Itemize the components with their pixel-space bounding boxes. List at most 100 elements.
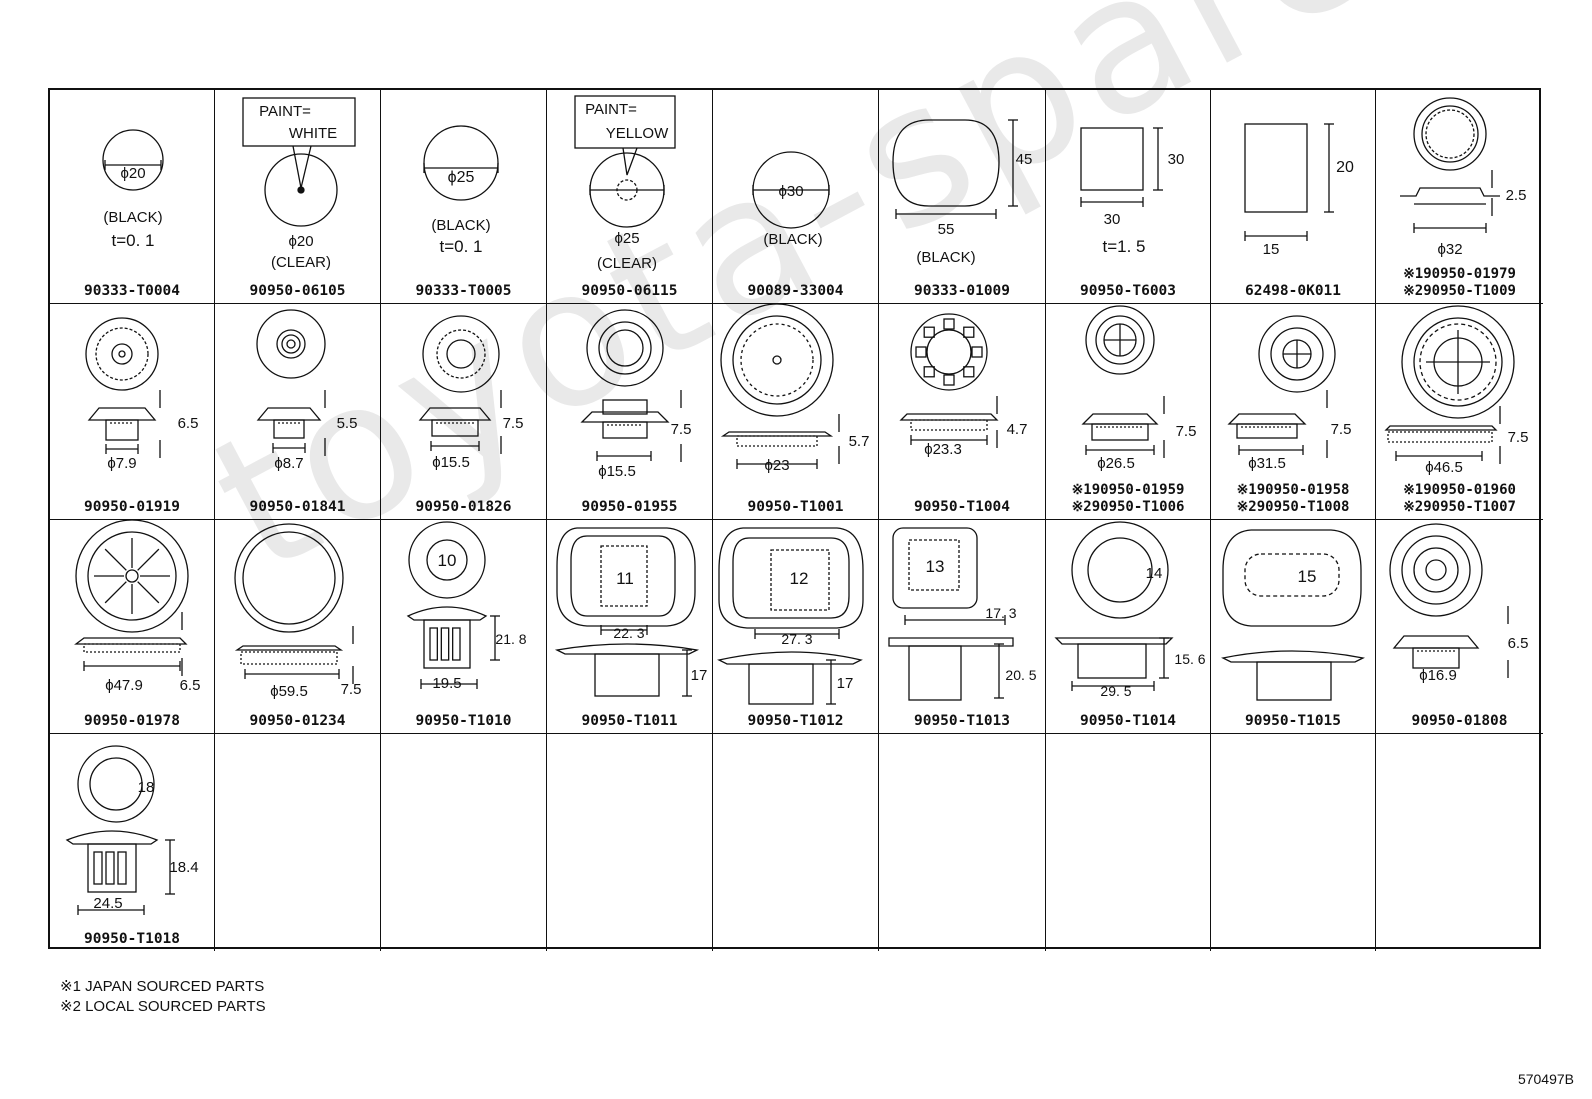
- clip-top-view: [1222, 529, 1362, 627]
- grommet-knob: [602, 399, 648, 415]
- thickness-label: t=0. 1: [439, 237, 482, 256]
- clip-head: [65, 830, 159, 845]
- clip-tag: 14: [1146, 565, 1163, 582]
- part-drawing: ϕ25(BLACK)t=0. 1: [423, 125, 499, 256]
- part-number: ※290950-T1009: [1403, 283, 1516, 299]
- grommet-hole: [111, 343, 133, 365]
- clip-stem: [594, 653, 660, 697]
- part-number: 90950-01234: [249, 713, 346, 729]
- clip-top-view: [556, 527, 696, 627]
- clip-top-view: [718, 527, 864, 629]
- part-number: 90950-T1010: [415, 713, 512, 729]
- part-number: 90950-01955: [581, 499, 678, 515]
- height-label: 18.4: [169, 859, 198, 876]
- clip-finger: [452, 627, 461, 661]
- serration-tooth: [943, 374, 955, 386]
- part-number: 90950-T1014: [1079, 713, 1177, 729]
- serration-tooth: [923, 366, 935, 378]
- part-number: 90950-T1015: [1244, 713, 1342, 729]
- note-local: ※2 LOCAL SOURCED PARTS: [60, 998, 266, 1015]
- height-label: 6.5: [1508, 635, 1529, 652]
- clip-tag-frame: [770, 549, 830, 611]
- width-label: 15: [1263, 241, 1280, 258]
- clip-top-view: [408, 521, 486, 599]
- clip-stem: [423, 619, 471, 669]
- part-number: 62498-0K011: [1244, 283, 1342, 299]
- clip-inner: [1244, 553, 1340, 597]
- clip-stem: [748, 663, 814, 705]
- grommet-ring: [276, 329, 306, 359]
- grommet-top-view: [1258, 315, 1336, 393]
- grommet-hole: [926, 329, 972, 375]
- clip-stem: [87, 843, 137, 893]
- part-number: 90950-06105: [249, 283, 346, 299]
- height-label: 20. 5: [1005, 667, 1036, 683]
- paint-label: PAINT=: [259, 103, 311, 120]
- part-number-pair: ※190950-01960※290950-T1007: [1376, 482, 1543, 516]
- clip-head: [1054, 637, 1174, 645]
- grommet-ring: [1413, 547, 1459, 593]
- empty-cell: [1376, 734, 1543, 951]
- grommet-inner: [242, 531, 336, 625]
- grommet-center: [772, 355, 782, 365]
- grommet-ring: [1401, 535, 1471, 605]
- empty-cell: [1046, 734, 1211, 951]
- empty-cell: [381, 734, 547, 951]
- clip-tag-frame: [908, 539, 960, 591]
- grommet-inner: [1421, 105, 1479, 163]
- grommet-stem: [1236, 423, 1298, 439]
- grommet-body: [736, 435, 818, 447]
- grommet-center: [118, 350, 126, 358]
- grommet-top-view: [1401, 305, 1515, 419]
- grommet-body: [240, 651, 338, 665]
- grommet-top-view: [85, 317, 159, 391]
- grommet-body: [1387, 431, 1493, 443]
- diameter-label: ϕ23: [764, 457, 789, 474]
- plug-top-view: [423, 125, 499, 201]
- diameter-label: ϕ7.9: [107, 455, 136, 472]
- width-label: 22. 3: [613, 625, 644, 641]
- clip-tag: 18: [138, 779, 155, 796]
- clip-head: [554, 643, 700, 655]
- cross-hub: [1433, 337, 1483, 387]
- plug-top-view: [102, 129, 164, 191]
- part-number: 90950-T1012: [747, 713, 844, 729]
- grommet-center: [286, 339, 296, 349]
- clip-finger: [105, 851, 115, 885]
- grommet-inner: [87, 531, 177, 621]
- clip-stem: [1077, 643, 1147, 679]
- diameter-label: ϕ25: [614, 230, 639, 247]
- grommet-stem: [273, 419, 305, 439]
- height-label: 5.7: [849, 433, 870, 450]
- grommet-spoke: [104, 548, 127, 571]
- width-label: 29. 5: [1100, 683, 1131, 699]
- width-label: 30: [1104, 211, 1121, 228]
- part-number: 90950-T6003: [1079, 283, 1177, 299]
- thickness-label: t=1. 5: [1102, 237, 1145, 256]
- grommet-top-view: [75, 520, 189, 633]
- height-label: 7.5: [503, 415, 524, 432]
- height-label: 7.5: [1176, 423, 1197, 440]
- grommet-profile: [1400, 187, 1500, 197]
- diameter-label: ϕ47.9: [105, 677, 143, 694]
- height-label: 17: [837, 675, 854, 692]
- serration-tooth: [915, 346, 927, 358]
- grommet-top-view: [234, 523, 344, 633]
